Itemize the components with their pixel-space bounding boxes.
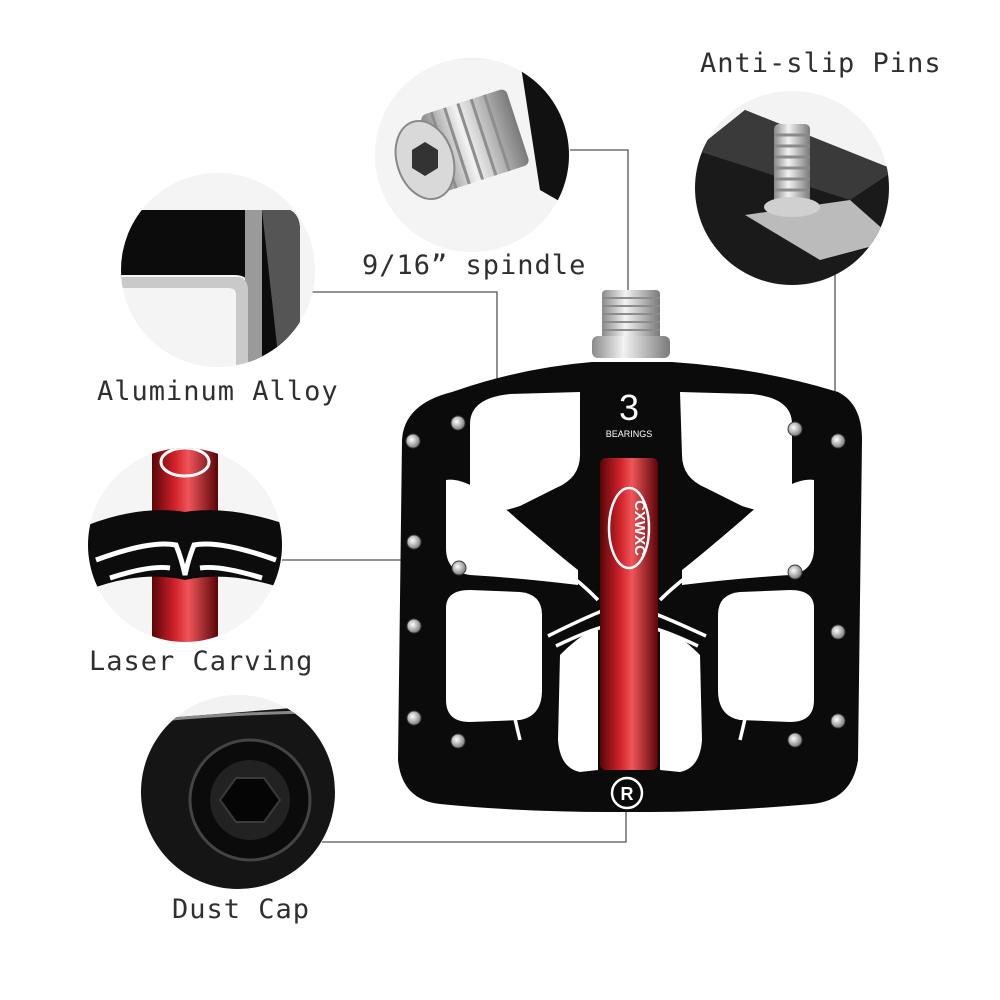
alloy-leader: [312, 291, 498, 384]
reflector-mark: R: [621, 784, 634, 804]
anti-slip-detail: [695, 91, 889, 285]
spindle-thread: [592, 290, 670, 358]
center-cap: [596, 372, 662, 458]
aluminum-alloy-label: Aluminum Alloy: [97, 376, 339, 407]
dust-cap-leader: [322, 806, 627, 843]
alloy-detail: [121, 173, 315, 367]
laser-carving-label: Laser Carving: [89, 646, 314, 677]
brand-oval: CXWXC: [607, 486, 651, 570]
brand-text: CXWXC: [631, 500, 648, 556]
dust-cap-label: Dust Cap: [172, 894, 311, 925]
pedal-pins: [405, 415, 846, 749]
laser-detail: [88, 448, 282, 642]
anti-slip-pins-label: Anti-slip Pins: [700, 48, 942, 79]
dust-cap-detail: [141, 695, 335, 889]
spindle-label: 9/16” spindle: [362, 250, 587, 281]
pedal-cutouts: [446, 392, 814, 772]
spindle-leader: [570, 149, 629, 300]
reflector-ring: [610, 776, 644, 810]
pedal: CXWXC 3 BEARINGS R: [398, 290, 862, 812]
bearing-label: BEARINGS: [606, 429, 653, 439]
spindle-detail: [375, 58, 569, 252]
bearing-count: 3: [619, 387, 639, 428]
red-axle: [600, 458, 658, 770]
